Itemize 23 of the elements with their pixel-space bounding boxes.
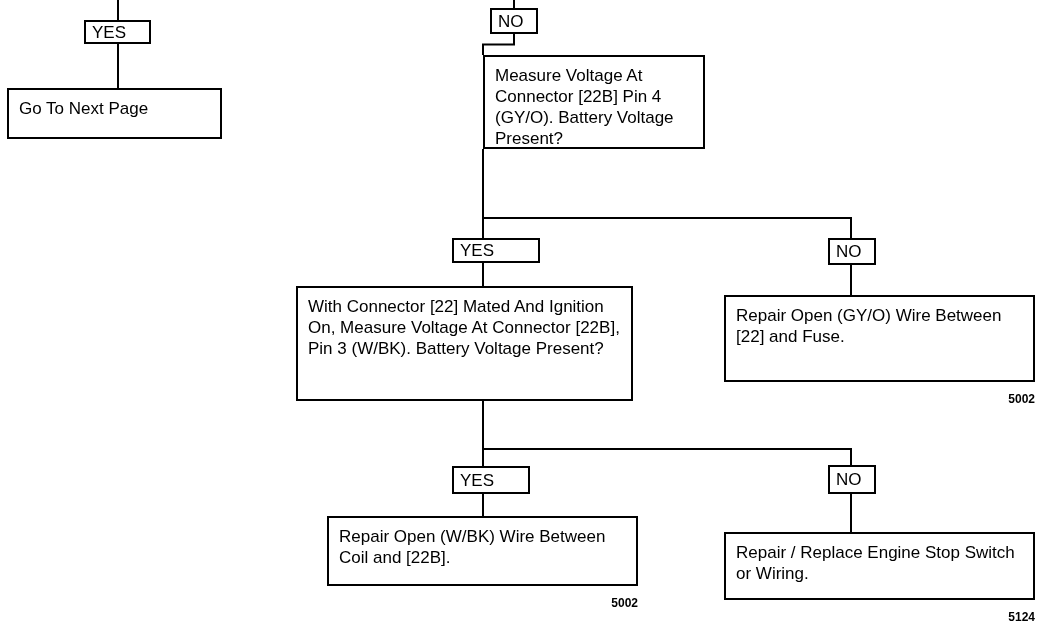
- connector-line: [850, 264, 852, 296]
- step-box: Repair / Replace Engine Stop Switch or Wiring.: [724, 532, 1035, 600]
- answer-box: NO: [490, 8, 538, 34]
- step-box: With Connector [22] Mated And Ignition On, Measure Voltage At Connector [22B], Pin 3 (W/BK). Battery Voltage Present?: [296, 286, 633, 401]
- connector-line: [513, 0, 515, 9]
- connector-line: [482, 262, 484, 287]
- figure-number: 5002: [1007, 392, 1035, 406]
- figure-number: 5002: [610, 596, 638, 610]
- answer-box: YES: [452, 238, 540, 263]
- connector-line: [482, 493, 484, 517]
- answer-box: YES: [452, 466, 530, 494]
- connector-line: [482, 33, 515, 56]
- connector-line: [850, 493, 852, 533]
- answer-box: YES: [84, 20, 151, 44]
- step-box: Measure Voltage At Connector [22B] Pin 4 (GY/O). Battery Voltage Present?: [483, 55, 705, 149]
- step-box: Go To Next Page: [7, 88, 222, 139]
- figure-number: 5124: [1007, 610, 1035, 624]
- answer-box: NO: [828, 465, 876, 494]
- answer-box: NO: [828, 238, 876, 265]
- connector-line: [117, 43, 119, 89]
- step-box: Repair Open (W/BK) Wire Between Coil and [22B].: [327, 516, 638, 586]
- step-box: Repair Open (GY/O) Wire Between [22] and Fuse.: [724, 295, 1035, 382]
- connector-line: [117, 0, 119, 21]
